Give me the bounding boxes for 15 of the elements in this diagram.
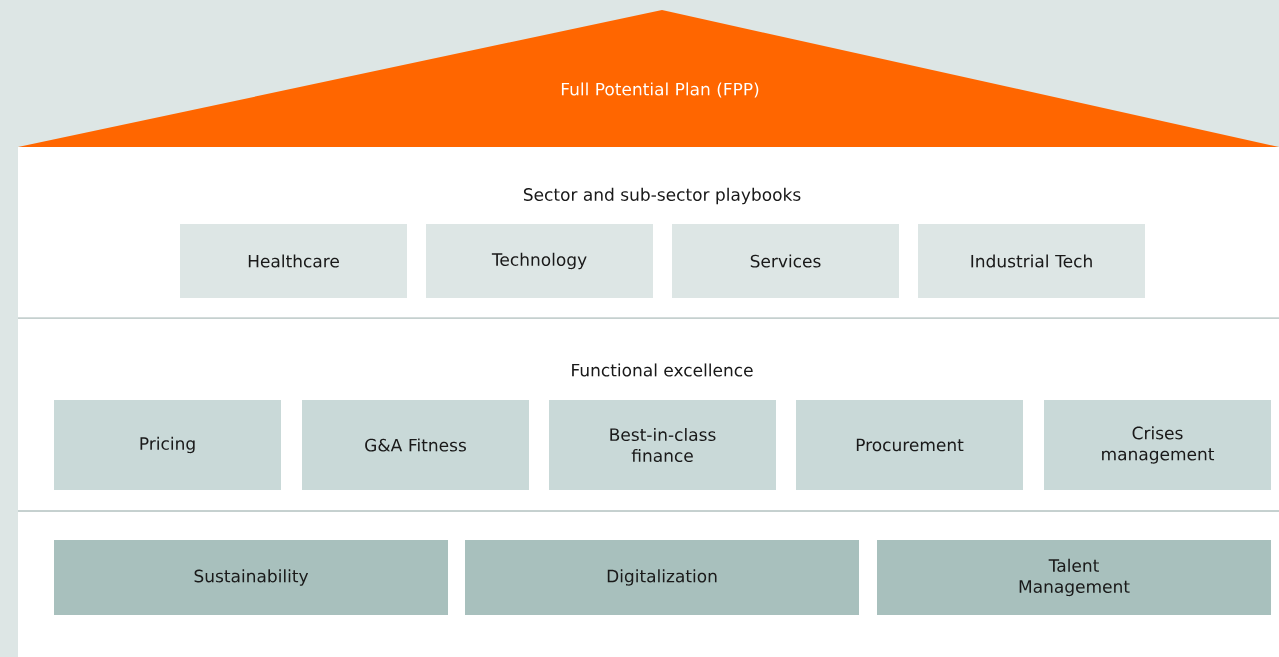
category-box: Technology [426, 224, 653, 298]
category-box: Industrial Tech [918, 224, 1145, 298]
category-box: Healthcare [180, 224, 407, 298]
category-box: Services [672, 224, 899, 298]
category-box: Talent Management [877, 540, 1271, 615]
category-box: Sustainability [54, 540, 448, 615]
category-box: Best-in-class finance [549, 400, 776, 490]
category-box: Pricing [54, 400, 281, 490]
category-box: Crises management [1044, 400, 1271, 490]
category-box: Procurement [796, 400, 1023, 490]
section-heading: Functional excellence [572, 363, 753, 377]
section-heading: Sector and sub-sector playbooks [523, 187, 801, 205]
category-box: G&A Fitness [302, 400, 529, 490]
roof-triangle: Full Potential Plan (FPP) [18, 10, 1279, 147]
category-box: Digitalization [465, 540, 859, 615]
